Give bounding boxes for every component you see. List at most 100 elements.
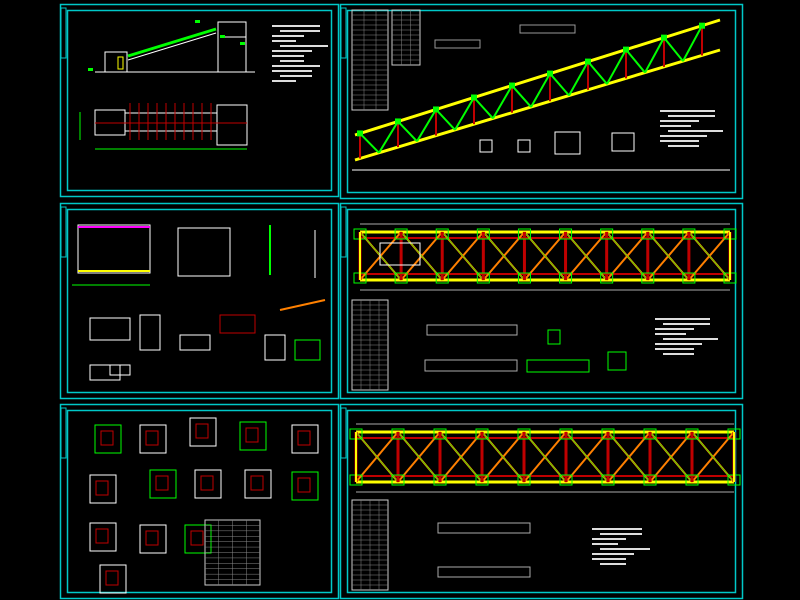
node-plate xyxy=(517,474,531,486)
node-plate xyxy=(685,428,699,440)
cross-brace-centerline xyxy=(649,431,693,483)
node-detail-core xyxy=(190,530,204,546)
truss-diagonal xyxy=(378,120,399,154)
cross-brace-centerline xyxy=(441,231,484,281)
node-plate xyxy=(641,228,655,240)
truss-node xyxy=(471,94,477,101)
sheet-inner-frame xyxy=(346,9,737,194)
note-text-line xyxy=(600,563,626,565)
node-plate xyxy=(682,228,696,240)
note-text-line xyxy=(280,60,304,62)
truss-diagonal xyxy=(568,61,589,96)
cross-brace-centerline xyxy=(359,231,402,281)
truss-node xyxy=(509,82,515,89)
cross-brace-centerline xyxy=(688,231,731,281)
node-detail-core xyxy=(195,423,209,439)
truss-diagonal xyxy=(435,108,456,131)
detail-box xyxy=(179,334,211,351)
cross-brace-centerline xyxy=(565,231,607,281)
detail-box xyxy=(219,314,256,334)
cross-brace-centerline xyxy=(524,231,566,281)
note-text-line xyxy=(592,558,626,560)
note-text-line xyxy=(663,323,710,325)
section-detail xyxy=(554,131,581,155)
truss-diagonal xyxy=(359,132,380,154)
node-detail-core xyxy=(95,528,109,544)
node-plate xyxy=(601,428,615,440)
section-detail xyxy=(611,132,635,152)
truss-node xyxy=(357,130,363,137)
sheet-1 xyxy=(59,3,340,198)
stair-detail xyxy=(279,299,326,311)
node-plate xyxy=(643,428,657,440)
note-text-line xyxy=(668,130,723,132)
note-text-line xyxy=(280,30,320,32)
node-detail-core xyxy=(297,430,311,446)
sheet-4 xyxy=(339,202,744,400)
truss-node xyxy=(395,118,401,125)
note-text-line xyxy=(668,115,715,117)
node-plate xyxy=(476,272,490,284)
note-text-line xyxy=(272,65,320,67)
node-detail xyxy=(239,421,267,451)
node-plate xyxy=(601,474,615,486)
sheet-6 xyxy=(339,403,744,600)
tower-section xyxy=(177,227,231,277)
note-text-line xyxy=(592,538,626,540)
detail-box xyxy=(109,364,131,376)
truss-node xyxy=(547,70,553,77)
cross-brace-centerline xyxy=(607,431,651,483)
node-plate xyxy=(559,272,573,284)
node-detail xyxy=(89,474,117,504)
note-text-line xyxy=(660,135,707,137)
cross-brace-centerline xyxy=(483,231,525,281)
note-text-line xyxy=(280,75,312,77)
node-detail xyxy=(189,417,217,447)
node-plate xyxy=(394,272,408,284)
sheet-outer-frame xyxy=(59,3,340,198)
node-detail xyxy=(149,469,177,499)
node-plate xyxy=(517,228,531,240)
truss-diagonal xyxy=(530,73,551,108)
truss-diagonal xyxy=(454,97,475,131)
node-plate xyxy=(517,428,531,440)
node-detail-core xyxy=(155,475,169,491)
cross-brace-centerline xyxy=(481,431,525,483)
note-text-line xyxy=(592,543,618,545)
section-detail xyxy=(607,351,627,371)
title-block-strip xyxy=(340,7,347,59)
node-detail xyxy=(89,522,117,552)
sheet-inner-frame xyxy=(66,9,333,192)
sheet-outer-frame xyxy=(339,403,744,600)
note-text-line xyxy=(660,120,699,122)
node-plate xyxy=(394,228,408,240)
note-text-line xyxy=(660,140,699,142)
node-detail xyxy=(184,524,212,554)
section-strip xyxy=(434,39,481,49)
node-plate xyxy=(433,428,447,440)
node-plate xyxy=(391,428,405,440)
note-text-line xyxy=(663,338,718,340)
node-detail xyxy=(139,524,167,554)
building-left xyxy=(104,51,128,73)
truss-node xyxy=(661,34,667,41)
detail-box xyxy=(294,339,321,361)
node-detail xyxy=(291,424,319,454)
truss-diagonal xyxy=(663,37,684,62)
node-plate xyxy=(559,228,573,240)
section-detail xyxy=(517,139,531,153)
title-block-strip xyxy=(340,407,347,459)
section-strip xyxy=(437,566,531,578)
section-detail xyxy=(547,329,561,345)
node-detail xyxy=(291,471,319,501)
cross-brace-centerline xyxy=(439,431,483,483)
tag-marker xyxy=(195,20,200,23)
node-detail-core xyxy=(250,475,264,491)
title-block-strip xyxy=(60,407,67,459)
truss-diagonal xyxy=(625,48,646,74)
note-text-line xyxy=(663,353,694,355)
node-detail-core xyxy=(100,430,114,446)
node-plate xyxy=(517,272,531,284)
truss-diagonal xyxy=(511,84,532,108)
cross-brace-centerline xyxy=(355,431,399,483)
